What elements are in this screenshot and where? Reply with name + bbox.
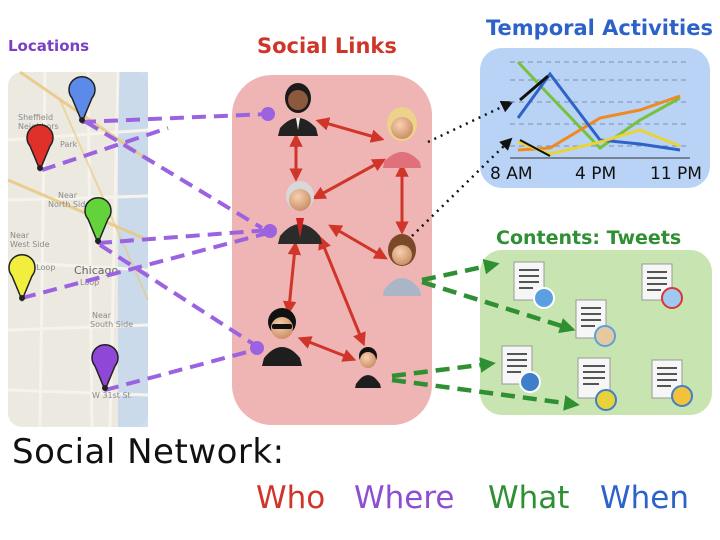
- contents-tweets-title: Contents: Tweets: [496, 227, 682, 249]
- boat-icon: [661, 287, 683, 309]
- person-suit-small[interactable]: [355, 347, 381, 388]
- map-label: W 31st St: [92, 391, 131, 400]
- location-link: [81, 112, 269, 124]
- social-link-arrows: [282, 117, 409, 362]
- map-label: Near: [92, 311, 112, 320]
- time-link: [411, 137, 513, 237]
- tweet-links: [391, 258, 580, 411]
- map-label: South Side: [90, 320, 133, 329]
- person-sunglasses[interactable]: [262, 308, 302, 366]
- temporal-activities-title: Temporal Activities: [486, 16, 713, 40]
- footer-when: When: [600, 480, 690, 516]
- tweet-link: [391, 357, 496, 379]
- map-pin-red[interactable]: [26, 123, 54, 172]
- time-tick-4pm: 4 PM: [575, 164, 617, 184]
- activity-line-black: [519, 74, 549, 102]
- map-panel: Sheffield Neighbors Park Near North Side…: [7, 70, 149, 428]
- time-links: [411, 101, 514, 237]
- social-link: [318, 235, 366, 347]
- activity-line-dark: [519, 139, 551, 157]
- map-label: North Side: [48, 200, 90, 209]
- location-link: [97, 228, 271, 245]
- footer-what: What: [488, 480, 570, 516]
- social-link: [282, 241, 302, 315]
- tweet-link: [421, 279, 576, 334]
- plane-icon: [519, 371, 541, 393]
- person-woman-top[interactable]: [278, 83, 318, 136]
- tweet-doc-wave[interactable]: [513, 261, 555, 309]
- person-gray-hair-man[interactable]: [278, 181, 322, 244]
- activity-line-blue: [516, 71, 681, 152]
- footer-where: Where: [354, 480, 455, 516]
- social-link: [312, 158, 386, 200]
- time-tick-11pm: 11 PM: [650, 164, 702, 184]
- tweet-link: [421, 258, 500, 283]
- temporal-chart: [510, 60, 690, 159]
- location-links: [21, 112, 271, 392]
- location-link: [98, 243, 260, 349]
- map-label: Loop: [80, 278, 99, 287]
- dog-icon: [594, 325, 616, 347]
- time-tick-8am: 8 AM: [490, 164, 533, 184]
- tweet-doc-car[interactable]: [651, 359, 693, 407]
- wave-icon: [533, 287, 555, 309]
- time-link: [427, 101, 514, 144]
- tweet-doc-boat[interactable]: [641, 263, 683, 309]
- link-endpoint: [250, 341, 264, 355]
- map-label: West Side: [10, 240, 50, 249]
- location-link: [104, 346, 263, 392]
- map-label: Park: [60, 140, 78, 149]
- map-label: Sheffield: [18, 113, 53, 122]
- map-pin-yellow[interactable]: [8, 253, 36, 302]
- tweet-doc-food[interactable]: [577, 357, 617, 411]
- locations-title: Locations: [8, 37, 90, 55]
- tweet-doc-plane[interactable]: [501, 345, 541, 393]
- map-pin-blue[interactable]: [68, 75, 96, 124]
- social-links-title: Social Links: [257, 34, 397, 58]
- social-link: [297, 336, 357, 362]
- location-link: [84, 120, 264, 230]
- map-pin-purple[interactable]: [91, 343, 119, 392]
- car-icon: [671, 385, 693, 407]
- map-label: Near: [10, 231, 30, 240]
- tweet-link: [391, 377, 580, 411]
- footer-title: Social Network:: [12, 432, 285, 472]
- map-label: Near: [58, 191, 78, 200]
- location-link: [41, 126, 169, 172]
- person-brown-hair-woman[interactable]: [383, 234, 421, 296]
- tweet-doc-dog[interactable]: [575, 299, 616, 347]
- link-endpoint: [263, 224, 277, 238]
- food-icon: [595, 389, 617, 411]
- social-link: [315, 117, 385, 143]
- map-pin-green[interactable]: [84, 196, 112, 245]
- link-endpoint: [261, 107, 275, 121]
- footer-who: Who: [256, 480, 326, 516]
- person-blonde-woman[interactable]: [383, 107, 421, 168]
